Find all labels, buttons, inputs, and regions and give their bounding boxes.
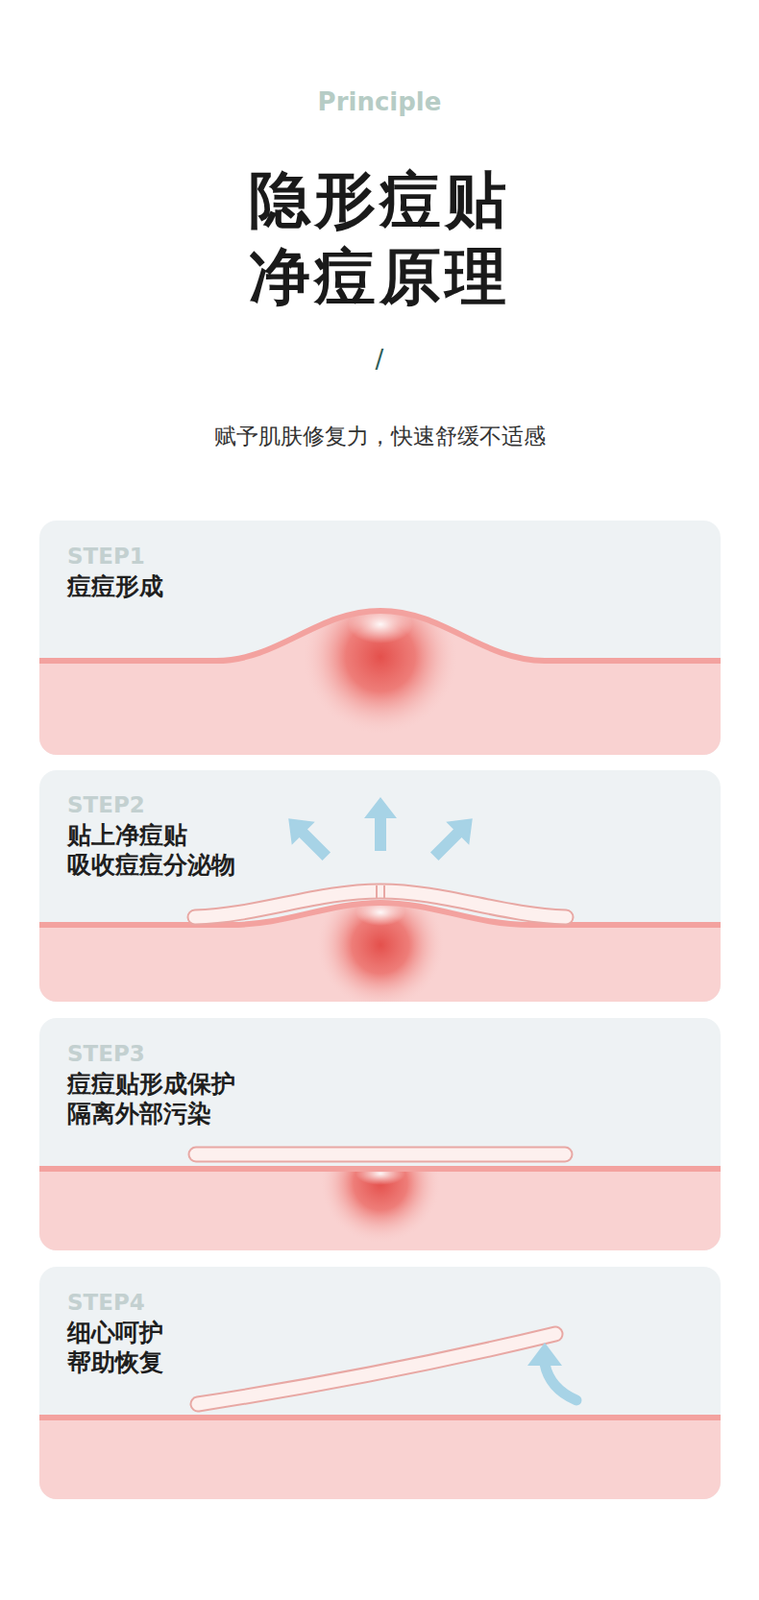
skin bbox=[39, 1418, 721, 1500]
acne-patch bbox=[195, 891, 566, 918]
subtitle: 赋予肌肤修复力，快速舒缓不适感 bbox=[0, 420, 759, 452]
patch-edge bbox=[197, 1334, 556, 1405]
absorb-arrow bbox=[364, 797, 397, 852]
pimple bbox=[303, 580, 458, 735]
skin-surface bbox=[39, 611, 721, 662]
step-number: STEP3 bbox=[67, 1038, 260, 1070]
absorb-arrow bbox=[276, 807, 339, 869]
skin-surface bbox=[39, 1166, 721, 1173]
skin-surface bbox=[39, 903, 721, 926]
step-panel: STEP4细心呵护 帮助恢复 bbox=[67, 1287, 260, 1378]
peel-arrow-head bbox=[527, 1343, 563, 1367]
step-number: STEP2 bbox=[67, 789, 260, 821]
step-description: 贴上净痘贴 吸收痘痘分泌物 bbox=[67, 820, 260, 881]
step-description: 痘痘形成 bbox=[67, 571, 260, 602]
patch-edge bbox=[195, 891, 566, 918]
step-description: 细心呵护 帮助恢复 bbox=[67, 1318, 260, 1378]
panel-ground bbox=[39, 1267, 721, 1500]
acne-patch bbox=[197, 1334, 556, 1405]
panel-ground bbox=[39, 1018, 721, 1251]
patch-edge bbox=[195, 1147, 565, 1164]
step-number: STEP4 bbox=[67, 1287, 260, 1319]
peel-arrow bbox=[544, 1364, 577, 1401]
panel-ground bbox=[39, 520, 721, 756]
divider-mark: / bbox=[0, 343, 759, 375]
section-tag: Principle bbox=[0, 86, 759, 118]
step-panel: STEP1痘痘形成 bbox=[67, 540, 260, 602]
step-number: STEP1 bbox=[67, 540, 260, 572]
acne-patch bbox=[195, 1149, 565, 1162]
pimple bbox=[320, 1169, 441, 1244]
step-panel: STEP2贴上净痘贴 吸收痘痘分泌物 bbox=[67, 789, 260, 881]
patch-slit bbox=[383, 885, 386, 899]
step-panel: STEP3痘痘贴形成保护 隔离外部污染 bbox=[67, 1038, 260, 1129]
step-description: 痘痘贴形成保护 隔离外部污染 bbox=[67, 1069, 260, 1129]
patch-slit bbox=[375, 885, 378, 899]
skin-surface bbox=[39, 1415, 721, 1421]
absorb-arrow bbox=[422, 807, 485, 869]
page-title: 隐形痘贴 净痘原理 bbox=[235, 161, 524, 316]
